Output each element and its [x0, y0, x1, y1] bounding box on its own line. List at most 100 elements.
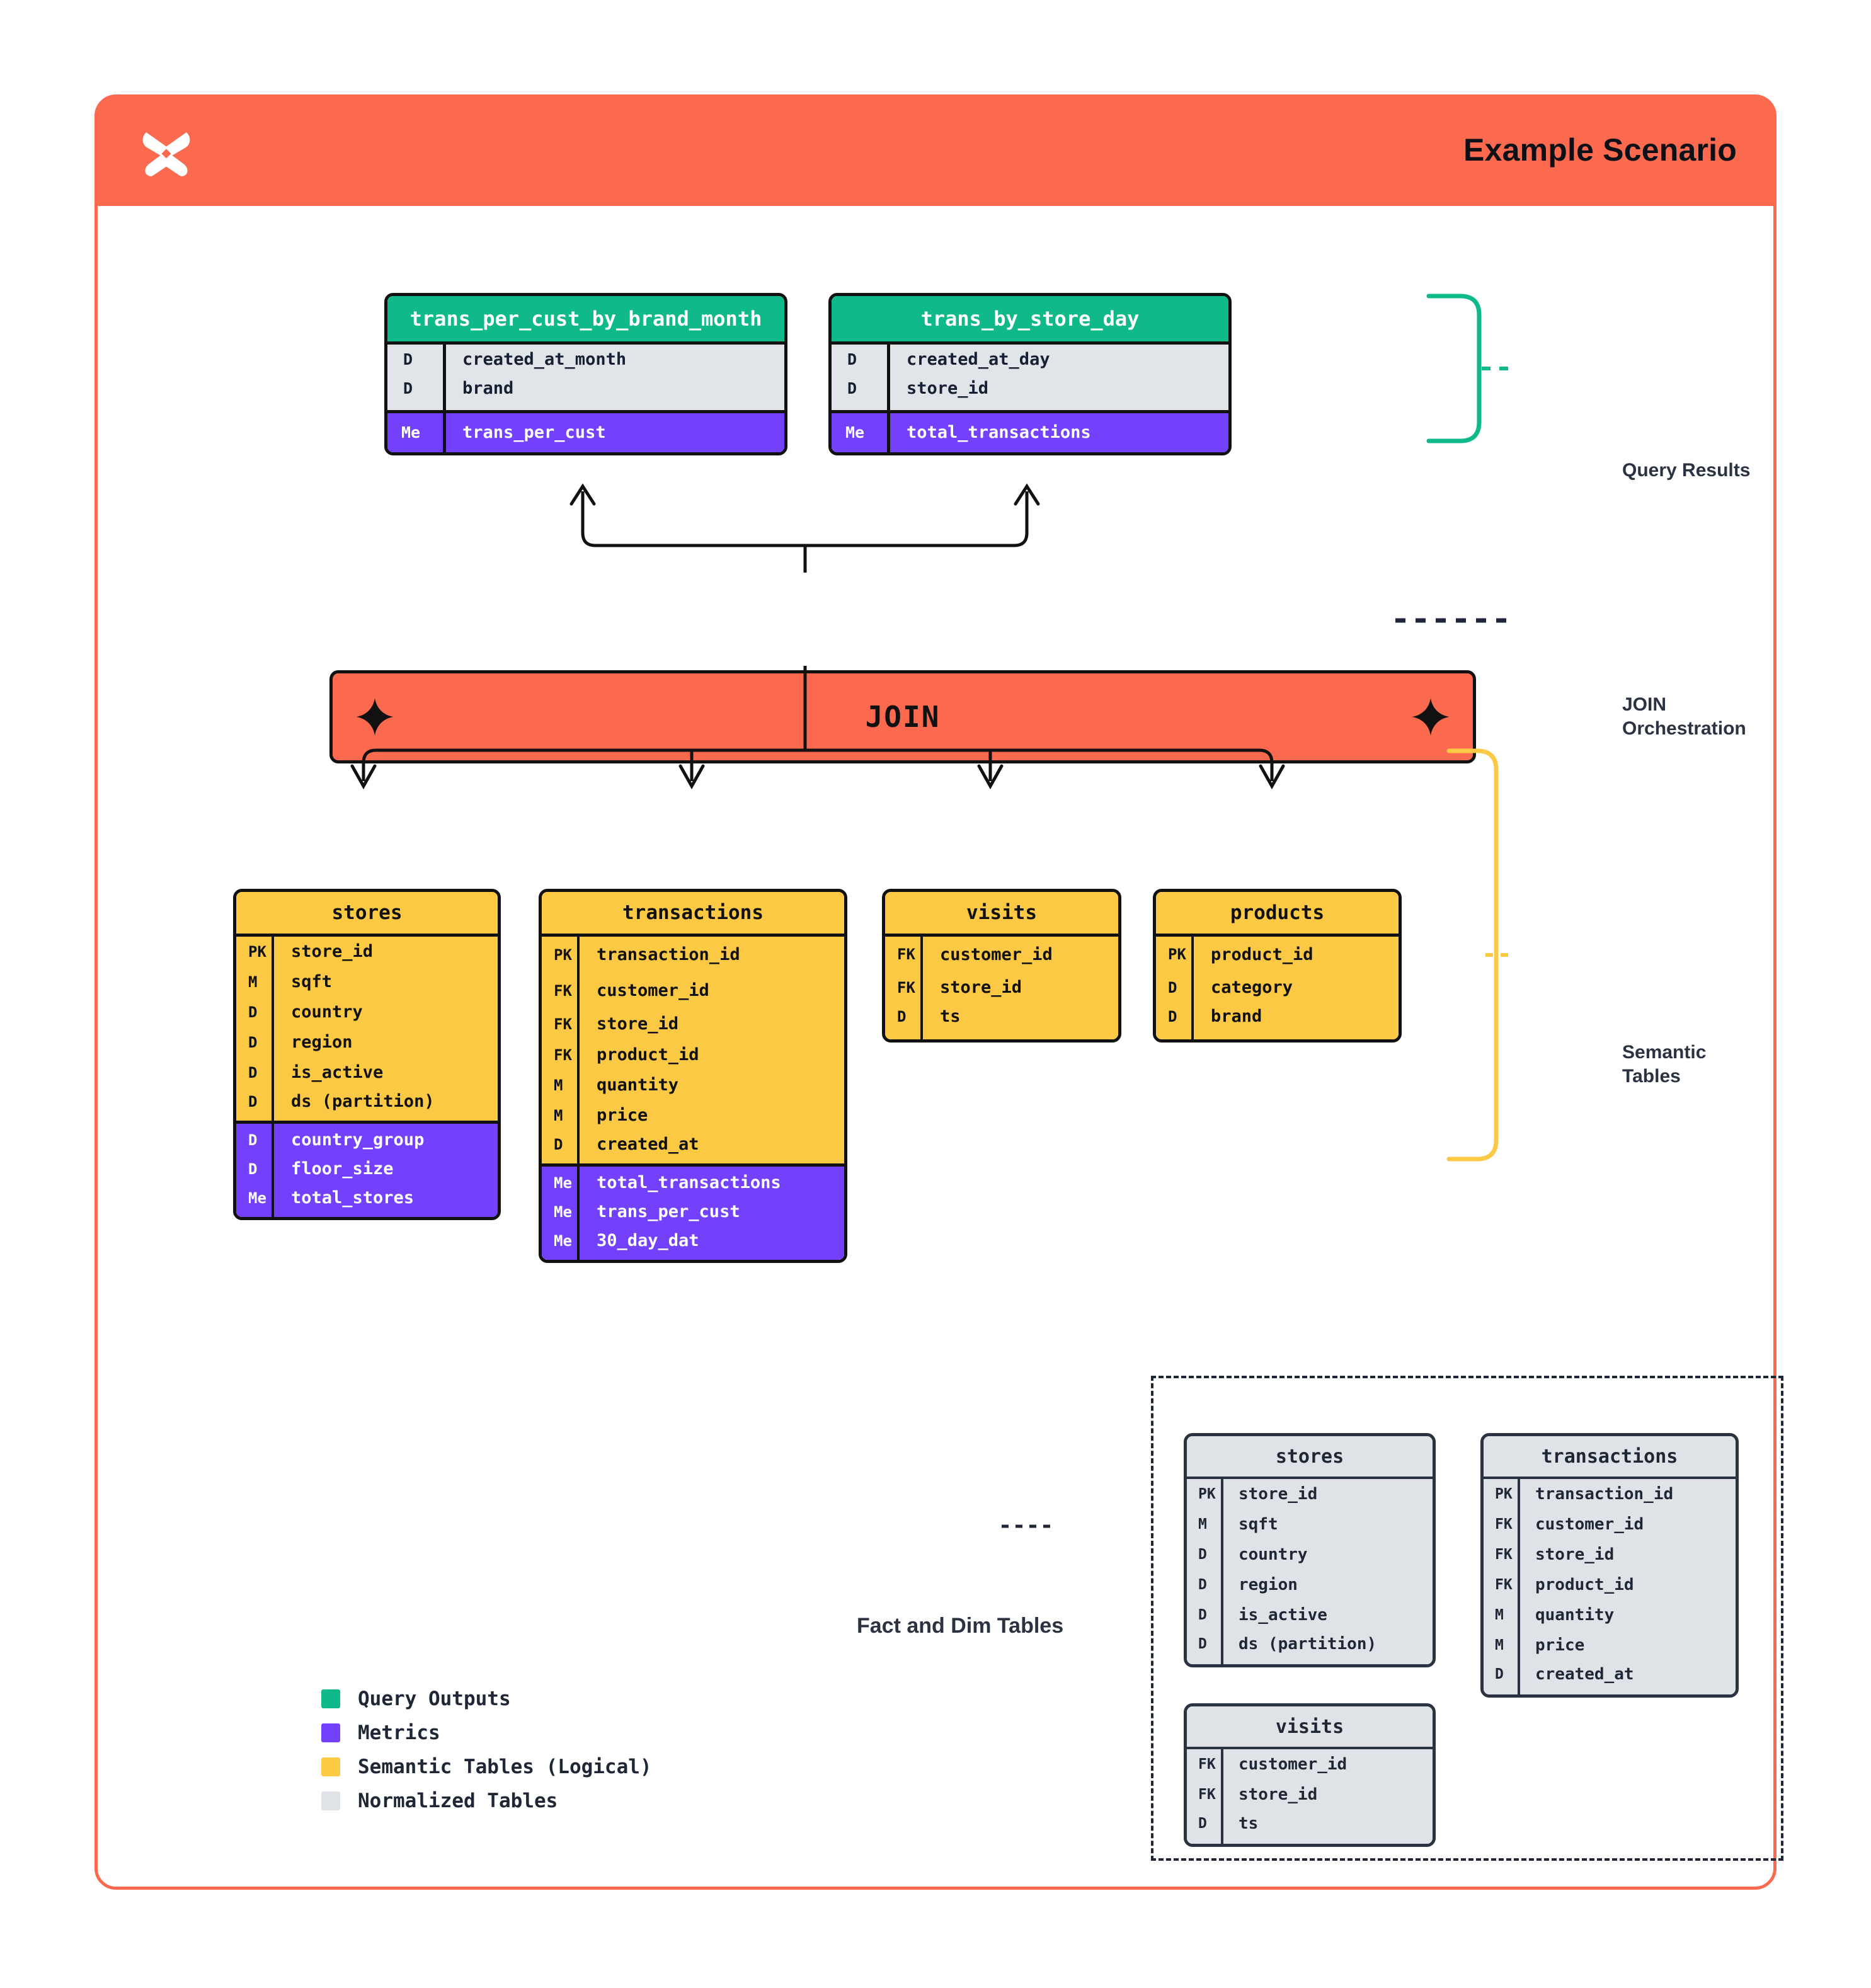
row-key: FK: [885, 937, 923, 973]
row-key: M: [1484, 1630, 1520, 1660]
row-field: brand: [1211, 1007, 1262, 1026]
row-field: quantity: [597, 1075, 679, 1095]
row-key: D: [832, 375, 890, 410]
row-key: D: [542, 1131, 580, 1163]
row-key: D: [1187, 1570, 1223, 1600]
annotation-query-results: Query Results: [1622, 460, 1751, 481]
row-key: FK: [1484, 1540, 1520, 1570]
row-key: M: [542, 1100, 580, 1131]
row-field: product_id: [597, 1045, 699, 1065]
row-field: total_transactions: [597, 1173, 781, 1192]
row-key: Me: [542, 1227, 580, 1260]
row-field: 30_day_dat: [597, 1231, 699, 1250]
row-field: created_at: [1535, 1665, 1634, 1684]
row-key: Me: [542, 1197, 580, 1227]
table-title: transactions: [542, 892, 844, 934]
table-title: products: [1156, 892, 1399, 934]
row-field: region: [1239, 1575, 1298, 1594]
row-key: PK: [1187, 1479, 1223, 1509]
row-field: customer_id: [597, 981, 709, 1000]
table-dimensions: D created_at_day D store_id: [832, 341, 1228, 410]
row-field: store_id: [907, 379, 989, 398]
row-key: D: [387, 375, 446, 410]
row-field: customer_id: [1239, 1755, 1347, 1774]
legend-label: Metrics: [358, 1722, 440, 1744]
legend-swatch-normalized-tables: [321, 1791, 340, 1810]
row-key: Me: [236, 1184, 274, 1217]
annotation-semantic-line1: Semantic: [1622, 1042, 1707, 1063]
row-field: quantity: [1535, 1606, 1615, 1625]
table-title: stores: [1187, 1436, 1433, 1477]
table-title: visits: [1187, 1706, 1433, 1747]
row-field: ts: [940, 1007, 961, 1026]
row-key: FK: [542, 1008, 580, 1040]
row-field: created_at_month: [462, 350, 627, 369]
row-key: FK: [1484, 1570, 1520, 1600]
row-field: transaction_id: [1535, 1485, 1674, 1504]
annotation-join-line1: JOIN: [1622, 694, 1667, 715]
row-key: Me: [832, 413, 890, 452]
row-key: D: [236, 997, 274, 1027]
row-key: D: [236, 1088, 274, 1121]
row-field: store_id: [1239, 1785, 1318, 1804]
annotation-semantic-tables: Semantic Tables: [1622, 1041, 1706, 1088]
row-key: D: [1156, 1003, 1194, 1039]
query-result-table-1[interactable]: trans_by_store_day D created_at_day D st…: [828, 293, 1232, 455]
row-field: store_id: [940, 978, 1022, 997]
card-header: Example Scenario: [98, 98, 1773, 206]
row-key: Me: [387, 413, 446, 452]
row-key: PK: [1484, 1479, 1520, 1509]
row-key: D: [1187, 1630, 1223, 1664]
row-key: FK: [1187, 1749, 1223, 1779]
row-field: ts: [1239, 1814, 1259, 1833]
row-key: D: [1187, 1810, 1223, 1844]
row-field: created_at: [597, 1134, 699, 1154]
row-field: sqft: [291, 972, 333, 991]
table-row: PK transaction_id: [1484, 1479, 1736, 1509]
row-key: D: [1484, 1660, 1520, 1694]
table-dimensions: D created_at_month D brand: [387, 341, 784, 410]
table-metrics: Me trans_per_cust: [387, 410, 784, 452]
join-orchestration-bar[interactable]: JOIN: [329, 670, 1476, 763]
table-title: visits: [885, 892, 1118, 934]
row-field: customer_id: [940, 945, 1053, 964]
row-key: D: [1156, 973, 1194, 1003]
table-row: D created_at_day: [832, 345, 1228, 375]
row-field: product_id: [1211, 945, 1313, 964]
annotation-semantic-line2: Tables: [1622, 1065, 1681, 1087]
table-metrics: Me total_transactions: [832, 410, 1228, 452]
query-result-table-0[interactable]: trans_per_cust_by_brand_month D created_…: [384, 293, 787, 455]
table-title: stores: [236, 892, 498, 934]
fact-and-dim-container: [1151, 1376, 1783, 1861]
row-field: total_transactions: [907, 423, 1091, 442]
table-row: Me 30_day_dat: [542, 1227, 844, 1260]
